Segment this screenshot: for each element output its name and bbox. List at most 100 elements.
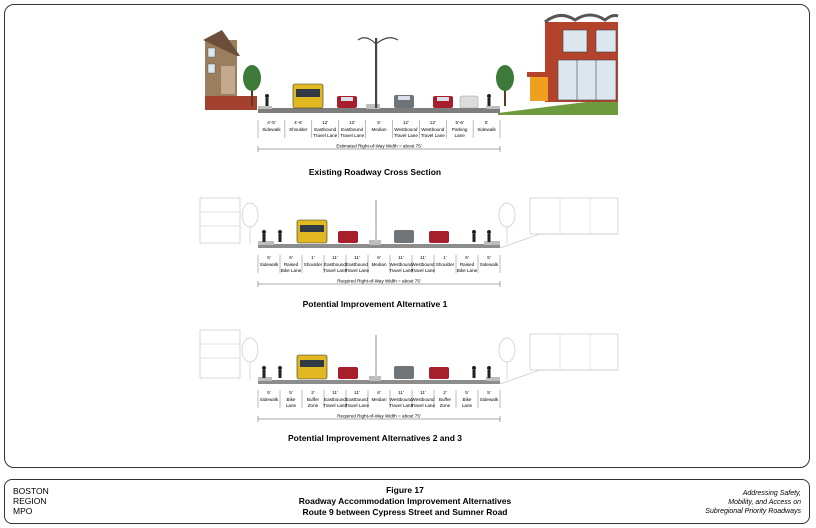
car-icon	[394, 230, 414, 243]
lane-name: Sidewalk	[260, 262, 279, 267]
section-caption: Existing Roadway Cross Section	[309, 167, 441, 177]
lane-name: Westbound	[389, 397, 413, 402]
dimension-width: 5'	[267, 390, 271, 395]
lane-name: Travel Lane	[389, 403, 414, 408]
tree-icon	[243, 65, 261, 91]
dimension-width: 11'	[398, 390, 404, 395]
lane-name: Parking	[452, 127, 468, 132]
dimension-width: 12'	[349, 120, 355, 125]
dimension-width: 11'	[398, 255, 404, 260]
roadway	[258, 380, 500, 384]
lane-name: Buffer	[307, 397, 320, 402]
right-of-way-note: Estimated Right-of-Way Width = about 75'	[336, 144, 421, 149]
lane-name: Travel Lane	[323, 403, 348, 408]
lane-name: Median	[371, 127, 387, 132]
lane-name: Travel Lane	[411, 403, 436, 408]
dimension-width: 12'	[322, 120, 328, 125]
lane-name: Raised	[460, 262, 475, 267]
lane-name: Shoulder	[304, 262, 323, 267]
lane-name: Eastbound	[341, 127, 363, 132]
lane-name: Lane	[462, 403, 473, 408]
footer-bar: BOSTON REGION MPO Figure 17 Roadway Acco…	[4, 479, 810, 524]
dimension-width: 4'-6'	[294, 120, 303, 125]
lane-name: Bike Lane	[457, 268, 478, 273]
grass-slope	[498, 98, 618, 115]
alt2-section-illustration	[199, 329, 619, 385]
lane-name: Median	[371, 262, 387, 267]
lane-name: Travel Lane	[421, 133, 446, 138]
lane-name: Sidewalk	[480, 397, 499, 402]
dimension-width: 5'-6'	[455, 120, 464, 125]
dimension-width: 11'	[332, 390, 338, 395]
lane-name: Eastbound	[346, 262, 368, 267]
dimension-width: 5'	[487, 255, 491, 260]
lane-name: Eastbound	[314, 127, 336, 132]
dimension-width: 11'	[354, 390, 360, 395]
dimension-width: 2'	[311, 390, 315, 395]
pedestrian-icon	[487, 98, 491, 106]
parked-car-icon	[459, 95, 479, 109]
dimension-width: 6'	[289, 255, 293, 260]
project-name: Addressing Safety, Mobility, and Access …	[705, 490, 801, 515]
section-caption: Potential Improvement Alternative 1	[303, 299, 448, 309]
alt1-section-illustration	[199, 197, 619, 249]
lane-name: Eastbound	[324, 397, 346, 402]
car-icon	[429, 367, 449, 379]
streetlight	[375, 200, 377, 242]
existing-section-illustration	[203, 13, 619, 115]
lane-name: Travel Lane	[394, 133, 419, 138]
lane-name: Westbound	[411, 397, 435, 402]
lane-name: Travel Lane	[389, 268, 414, 273]
lane-name: Lane	[455, 133, 466, 138]
dimension-width: 6'	[465, 255, 469, 260]
dimension-width: 12'	[403, 120, 409, 125]
figure-title: Roadway Accommodation Improvement Altern…	[298, 496, 512, 506]
dimension-width: 11'	[420, 390, 426, 395]
dimension-width: 11'	[354, 255, 360, 260]
pedestrian-icon	[265, 98, 269, 106]
lane-name: Westbound	[394, 127, 418, 132]
roadway	[258, 108, 500, 113]
figure-title-block: Figure 17 Roadway Accommodation Improvem…	[205, 485, 605, 518]
lane-name: Shoulder	[436, 262, 455, 267]
car-icon	[394, 366, 414, 379]
lane-name: Sidewalk	[477, 127, 496, 132]
dimension-width: 4'-5'	[267, 120, 276, 125]
lane-name: Westbound	[411, 262, 435, 267]
dimension-width: 12'	[430, 120, 436, 125]
lane-name: Eastbound	[346, 397, 368, 402]
pedestrian-icon	[487, 370, 491, 378]
right-of-way-note: Required Right-of-Way Width = about 75'	[337, 279, 421, 284]
lane-name: Bike	[287, 397, 296, 402]
lane-name: Travel Lane	[411, 268, 436, 273]
lane-name: Sidewalk	[480, 262, 499, 267]
lane-name: Bike Lane	[281, 268, 302, 273]
lane-name: Shoulder	[289, 127, 308, 132]
dimension-width: 5'	[267, 255, 271, 260]
lane-name: Lane	[286, 403, 297, 408]
dimension-width: 11'	[332, 255, 338, 260]
cyclist-icon	[472, 234, 476, 242]
dimension-width: 6'	[377, 255, 381, 260]
tree-icon	[496, 65, 514, 91]
org-name: BOSTON REGION MPO	[13, 486, 49, 516]
dimension-width: 5'	[485, 120, 489, 125]
dimension-width: 5'	[289, 390, 293, 395]
streetlight	[375, 335, 377, 378]
streetlight	[375, 38, 378, 108]
pedestrian-icon	[262, 370, 266, 378]
dimension-width: 1'	[311, 255, 315, 260]
lane-name: Westbound	[421, 127, 445, 132]
lane-name: Median	[371, 397, 387, 402]
cyclist-icon	[278, 370, 282, 378]
lane-name: Buffer	[439, 397, 452, 402]
car-icon	[338, 231, 358, 243]
lane-name: Travel Lane	[313, 133, 338, 138]
lane-name: Westbound	[389, 262, 413, 267]
roadway	[258, 244, 500, 248]
brick-porch	[205, 96, 257, 110]
lane-name: Raised	[284, 262, 299, 267]
lane-name: Zone	[440, 403, 451, 408]
lane-name: Travel Lane	[323, 268, 348, 273]
dimension-width: 5'	[465, 390, 469, 395]
